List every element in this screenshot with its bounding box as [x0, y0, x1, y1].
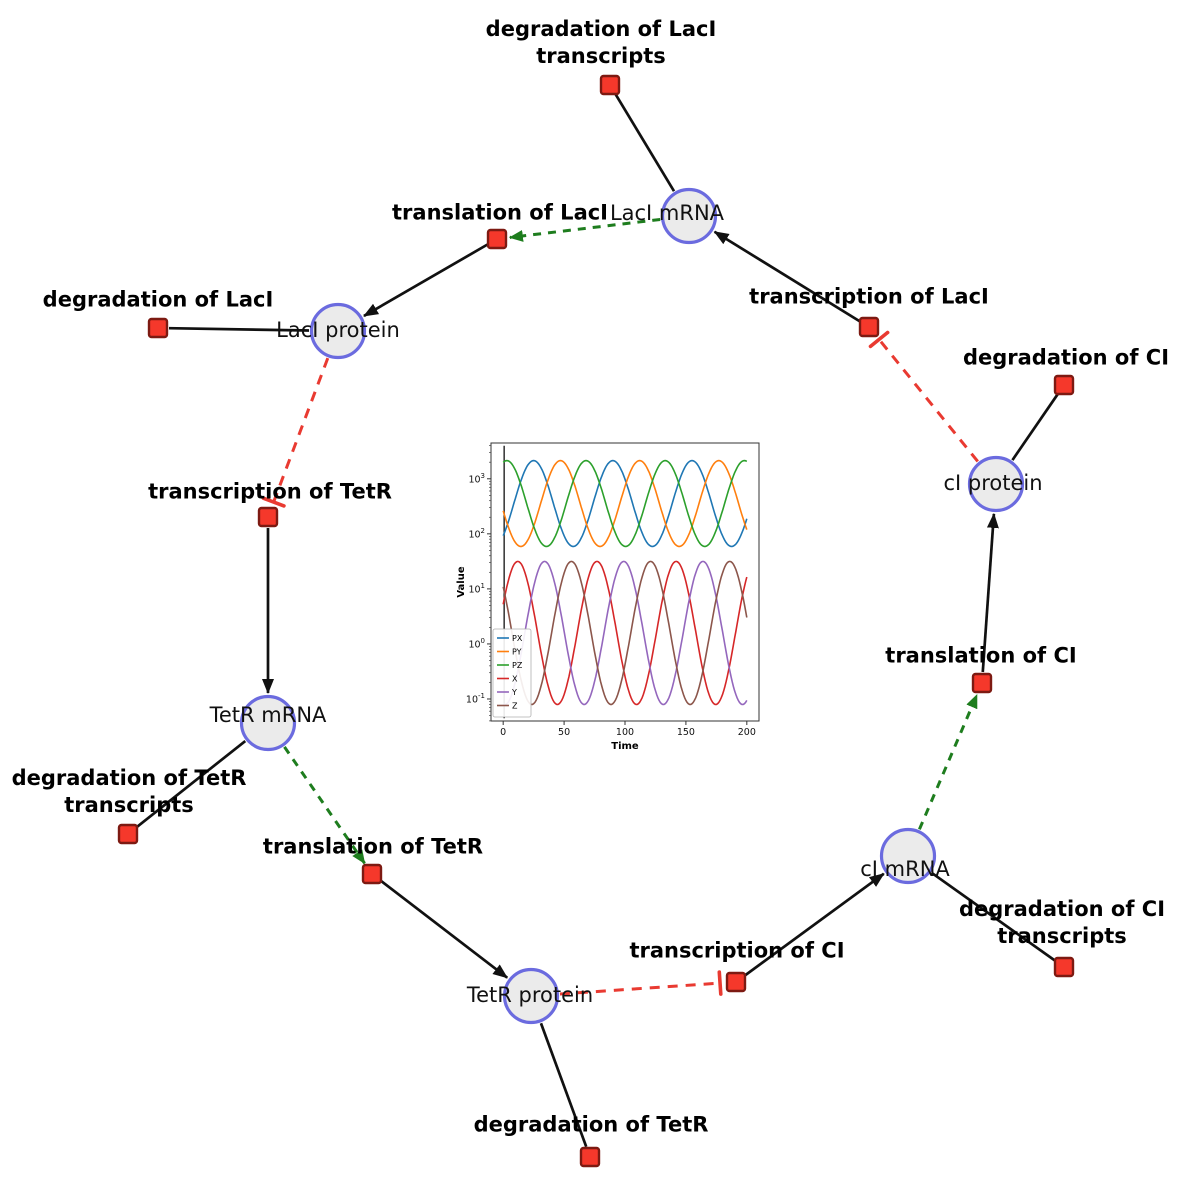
y-tick-label: 101 [468, 582, 485, 596]
chart-series-X [502, 560, 748, 706]
chart-series-PY [502, 459, 748, 548]
edge-consumption-cI-mRNA-deg-cI-tx [930, 871, 1056, 962]
reaction-node-deg-tetR[interactable] [579, 1146, 601, 1168]
species-node-cI-mRNA[interactable] [879, 827, 937, 885]
edges-layer [135, 93, 1059, 1148]
reaction-node-deg-lacI[interactable] [147, 317, 169, 339]
species-node-tetR-protein[interactable] [502, 967, 560, 1025]
chart-series-Z [502, 560, 748, 706]
x-tick-label: 0 [500, 727, 506, 738]
edge-production-txn-lacI-lacI-mRNA [713, 230, 861, 323]
legend-label-PY: PY [512, 648, 522, 657]
reaction-node-deg-lacI-tx[interactable] [599, 74, 621, 96]
x-tick-label: 50 [558, 727, 570, 738]
edge-consumption-lacI-protein-deg-lacI [168, 326, 310, 332]
y-tick-label: 103 [468, 472, 485, 486]
edge-activation-cI-mRNA-transl-cI [918, 694, 979, 830]
species-node-lacI-mRNA[interactable] [660, 187, 718, 245]
legend-label-PX: PX [512, 634, 523, 643]
x-tick-label: 100 [616, 727, 634, 738]
nodes-layer [117, 74, 1075, 1168]
legend-label-X: X [512, 675, 518, 684]
edge-activation-lacI-mRNA-transl-lacI [508, 217, 661, 242]
reaction-node-deg-cI-tx[interactable] [1053, 956, 1075, 978]
edge-production-txn-cI-cI-mRNA [744, 872, 885, 977]
species-node-tetR-mRNA[interactable] [239, 694, 297, 752]
edge-consumption-lacI-mRNA-deg-lacI-tx [614, 93, 676, 192]
legend-label-PZ: PZ [512, 661, 523, 670]
legend-label-Z: Z [512, 702, 518, 711]
reaction-node-deg-tetR-tx[interactable] [117, 823, 139, 845]
y-axis-label: Value [456, 566, 467, 597]
x-tick-label: 200 [738, 727, 756, 738]
y-tick-label: 102 [468, 527, 485, 541]
chart-series-Y [502, 560, 748, 706]
edge-production-transl-cI-cI-protein [981, 512, 999, 673]
species-node-lacI-protein[interactable] [309, 302, 367, 360]
edge-activation-tetR-mRNA-transl-tetR [283, 746, 366, 865]
y-tick-label: 10-1 [466, 692, 485, 706]
legend-label-Y: Y [511, 688, 517, 697]
x-tick-label: 150 [677, 727, 695, 738]
reaction-node-transl-lacI[interactable] [486, 228, 508, 250]
reaction-node-txn-cI[interactable] [725, 971, 747, 993]
reaction-node-transl-cI[interactable] [971, 672, 993, 694]
edge-consumption-tetR-protein-deg-tetR [539, 1022, 588, 1148]
reaction-node-deg-cI[interactable] [1053, 374, 1075, 396]
edge-inhibition-cI-protein-txn-lacI [868, 330, 979, 463]
reaction-node-txn-tetR[interactable] [257, 506, 279, 528]
edge-production-transl-tetR-tetR-protein [379, 879, 509, 979]
edge-production-transl-lacI-lacI-protein [363, 243, 489, 318]
reaction-node-transl-tetR[interactable] [361, 863, 383, 885]
reaction-node-txn-lacI[interactable] [858, 316, 880, 338]
y-tick-label: 100 [468, 637, 485, 651]
edge-consumption-cI-protein-deg-cI [1011, 393, 1059, 461]
chart-series-PX [502, 459, 748, 548]
chart-series-PZ [502, 459, 748, 548]
edge-inhibition-lacI-protein-txn-tetR [261, 357, 330, 508]
edge-inhibition-tetR-protein-txn-cI [559, 970, 723, 996]
edge-consumption-tetR-mRNA-deg-tetR-tx [135, 739, 247, 829]
x-axis-label: Time [611, 741, 639, 752]
species-node-cI-protein[interactable] [967, 455, 1025, 513]
